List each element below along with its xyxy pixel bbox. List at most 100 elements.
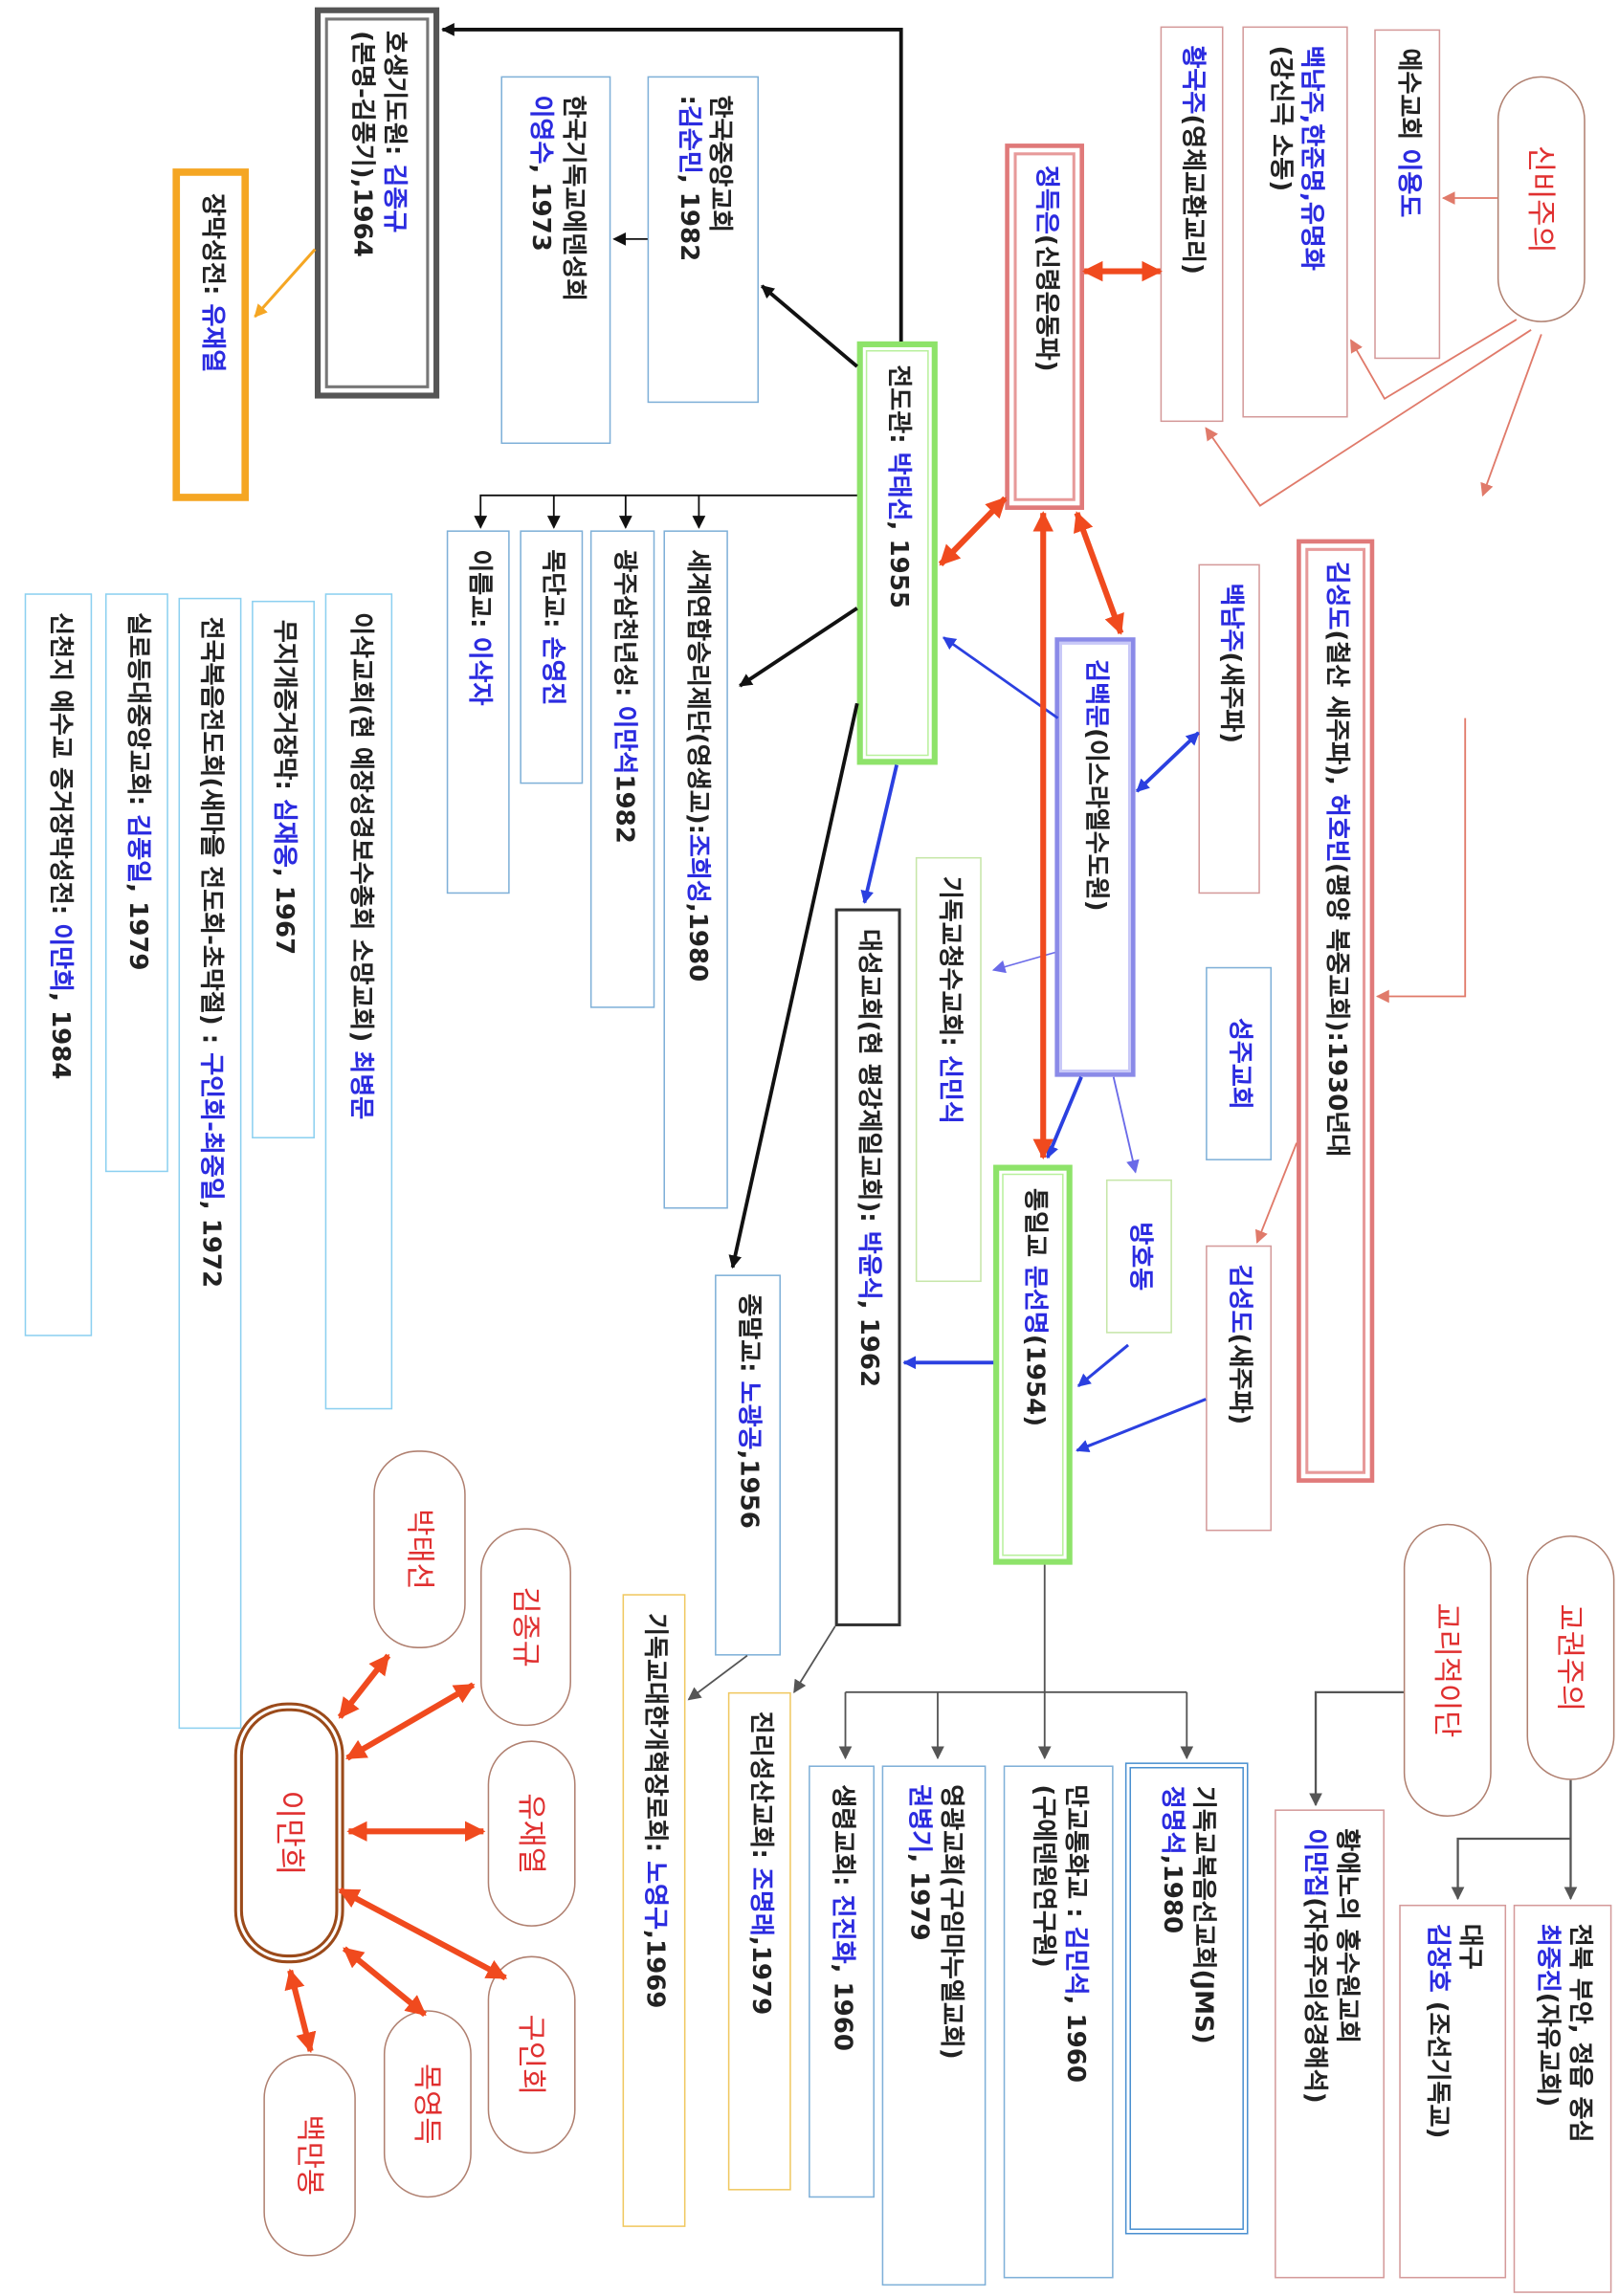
leader-name: 이용도 bbox=[1393, 148, 1423, 218]
node-text: (새주파) bbox=[1215, 651, 1245, 744]
node-text: 기독교청수교회: bbox=[934, 875, 965, 1055]
node-line: 전국복음전도회(새마을 전도회-초막절) : 구인회-최중일, 1972 bbox=[194, 617, 226, 1710]
group-node-jeongdeukeun: 정득은(신령운동파) bbox=[1005, 144, 1085, 510]
leader-name: 김성도 bbox=[1321, 561, 1351, 630]
node-line: 백남주(새주파) bbox=[1213, 584, 1245, 875]
node-line: 호생기도원: 김종규 bbox=[377, 31, 409, 375]
group-node-segye: 세계연합승리제단(영생교):조희성,1980 bbox=[663, 530, 728, 1209]
node-text: (구에덴원연구원) bbox=[1029, 1784, 1059, 1968]
group-node-mangyo: 만교통화교 : 김민석, 1960(구에덴원연구원) bbox=[1003, 1765, 1114, 2279]
node-line: 통일교 문선명(1954) bbox=[1017, 1188, 1049, 1541]
group-node-kimbaekmun: 김백문(이스라엘수도원) bbox=[1054, 637, 1136, 1077]
node-text: 신천지 예수교 증거장막성전: bbox=[44, 612, 75, 924]
node-text: 이만희 bbox=[271, 1790, 307, 1876]
node-text: 기독교대한개혁장로회: bbox=[640, 1613, 670, 1862]
leader-name: 이삭자 bbox=[464, 636, 494, 706]
node-line: 대구 bbox=[1453, 1924, 1484, 2260]
node-line: 이삭교회(현 예장성경보수총회 소망교회) 최병문 bbox=[344, 612, 375, 1390]
node-line: 목단교: 손영진 bbox=[536, 549, 567, 764]
node-line: 목영득 bbox=[410, 2064, 446, 2145]
node-text: (철산 새주파), bbox=[1321, 629, 1351, 795]
node-text: 호생기도원: bbox=[378, 31, 409, 165]
node-text: 무지개증거장막: bbox=[269, 619, 299, 799]
node-text: 박태선 bbox=[402, 1509, 438, 1590]
node-text: (새주파) bbox=[1225, 1333, 1254, 1425]
group-node-baeknamju2: 백남주(새주파) bbox=[1198, 563, 1260, 894]
node-text: , 1967 bbox=[269, 867, 299, 956]
node-text: , 1982 bbox=[674, 173, 703, 262]
node-line: 성주교회 bbox=[1223, 1018, 1254, 1110]
leader-name: 백남주 bbox=[1215, 583, 1245, 652]
group-node-sincheonji: 신천지 예수교 증거장막성전: 이만희, 1984 bbox=[24, 593, 93, 1336]
node-text: (영체교환교리) bbox=[1178, 114, 1208, 275]
node-text: , 1960 bbox=[1060, 1995, 1090, 2083]
node-text: 교리적이단 bbox=[1430, 1602, 1466, 1738]
node-text: , 1984 bbox=[44, 992, 75, 1080]
group-node-hwangkukju: 황국주(영체교환교리) bbox=[1160, 26, 1224, 423]
node-line: 이름교: 이삭자 bbox=[462, 549, 494, 874]
node-line: 김성도(새주파) bbox=[1223, 1265, 1254, 1512]
group-node-hangukjungang: 한국중앙교회:김순민, 1982 bbox=[647, 76, 760, 404]
leader-name: 노광공 bbox=[734, 1380, 764, 1450]
leader-name: 구인회-최중일 bbox=[196, 1052, 226, 1201]
group-node-ireum: 이름교: 이삭자 bbox=[446, 530, 510, 894]
node-line: 최중진(자유교회) bbox=[1531, 1924, 1563, 2274]
node-line: 세계연합승리제단(영생교):조희성,1980 bbox=[680, 549, 712, 1189]
node-text: 이름교: bbox=[464, 549, 494, 637]
node-text: 예수교회 bbox=[1393, 48, 1423, 149]
leader-name: 김종규 bbox=[378, 164, 409, 233]
node-line: 정득은(신령운동파) bbox=[1029, 166, 1060, 488]
leader-name: 황국주 bbox=[1178, 45, 1208, 115]
node-text: , 1960 bbox=[828, 1963, 857, 2051]
group-node-gaehyeok: 기독교대한개혁장로회: 노영구,1969 bbox=[622, 1594, 686, 2227]
node-text: 종말교: bbox=[734, 1293, 764, 1381]
group-node-jangmak: 장막성전: 유재열 bbox=[172, 168, 250, 501]
node-text: 기독교복음선교회(JMS) bbox=[1188, 1785, 1218, 2044]
category-node-sat_parktaeseon: 박태선 bbox=[373, 1450, 466, 1648]
node-text: 한국기독교에덴성회 bbox=[557, 95, 588, 302]
node-line: 권병기, 1979 bbox=[902, 1784, 934, 2266]
node-line: 만교통화교 : 김민석, 1960 bbox=[1058, 1784, 1090, 2259]
node-text: 김종규 bbox=[508, 1586, 544, 1667]
node-line: 대성교회(현 평강제일교회): 박윤식, 1962 bbox=[853, 929, 884, 1606]
node-line: 전도관: 박태선, 1955 bbox=[881, 364, 913, 741]
node-line: 황애노의 홍수원교회 bbox=[1330, 1828, 1361, 2259]
leader-name: 진진화 bbox=[828, 1894, 857, 1964]
leader-name: 성주교회 bbox=[1225, 1017, 1254, 1110]
node-text: (자유주의성경해석) bbox=[1299, 1897, 1330, 2104]
node-text: , 1962 bbox=[854, 1299, 884, 1388]
node-line: 종말교: 노광공,1956 bbox=[732, 1293, 764, 1636]
node-line: 이만희 bbox=[270, 1791, 308, 1876]
group-node-cheongsu: 기독교청수교회: 신민식 bbox=[915, 856, 982, 1283]
leader-name: 최중진 bbox=[1533, 1923, 1564, 1993]
node-line: 김백문(이스라엘수도원) bbox=[1079, 659, 1111, 1055]
category-node-sat_guinhoe: 구인회 bbox=[487, 1955, 576, 2154]
node-line: 이영수, 1973 bbox=[524, 96, 556, 426]
group-node-kimseongdo1: 김성도(철산 새주파), 허호빈(평양 복중교회):1930년대 bbox=[1297, 539, 1375, 1483]
group-node-isak: 이삭교회(현 예장성경보수총회 소망교회) 최병문 bbox=[324, 593, 393, 1410]
group-node-silo: 실로등대중앙교회: 김풍일, 1979 bbox=[104, 593, 168, 1173]
group-node-jinri: 진리성산교회: 조명래,1979 bbox=[727, 1691, 791, 2191]
group-node-unification: 통일교 문선명(1954) bbox=[993, 1164, 1073, 1565]
node-text: ,1969 bbox=[640, 1930, 670, 2009]
node-line: 무지개증거장막: 심재웅, 1967 bbox=[268, 620, 299, 1119]
node-text: 만교통화교 : bbox=[1060, 1784, 1090, 1927]
node-text: 세계연합승리제단(영생교): bbox=[681, 549, 712, 835]
node-text: (평양 복중교회):1930년대 bbox=[1321, 862, 1351, 1158]
node-text: 백만봉 bbox=[292, 2114, 328, 2197]
node-text: 한국중앙교회 bbox=[704, 95, 735, 233]
node-line: 생령교회: 진진화, 1960 bbox=[826, 1784, 857, 2178]
node-text: 1982 bbox=[609, 774, 638, 844]
node-line: 기독교청수교회: 신민식 bbox=[933, 876, 965, 1263]
node-text: 전국복음전도회(새마을 전도회-초막절) : bbox=[196, 616, 226, 1053]
category-node-leemanhee: 이만희 bbox=[233, 1702, 344, 1964]
node-line: 정명석,1980 bbox=[1156, 1786, 1187, 2211]
leader-name: 박윤식 bbox=[854, 1230, 884, 1300]
node-line: 방호동 bbox=[1123, 1222, 1155, 1291]
node-text: (1954) bbox=[1019, 1334, 1049, 1427]
leader-name: 노영구 bbox=[640, 1861, 670, 1931]
node-text: 진리성산교회: bbox=[745, 1711, 776, 1867]
node-text: 목영득 bbox=[410, 2063, 447, 2145]
leader-name: 조명래 bbox=[745, 1866, 776, 1936]
